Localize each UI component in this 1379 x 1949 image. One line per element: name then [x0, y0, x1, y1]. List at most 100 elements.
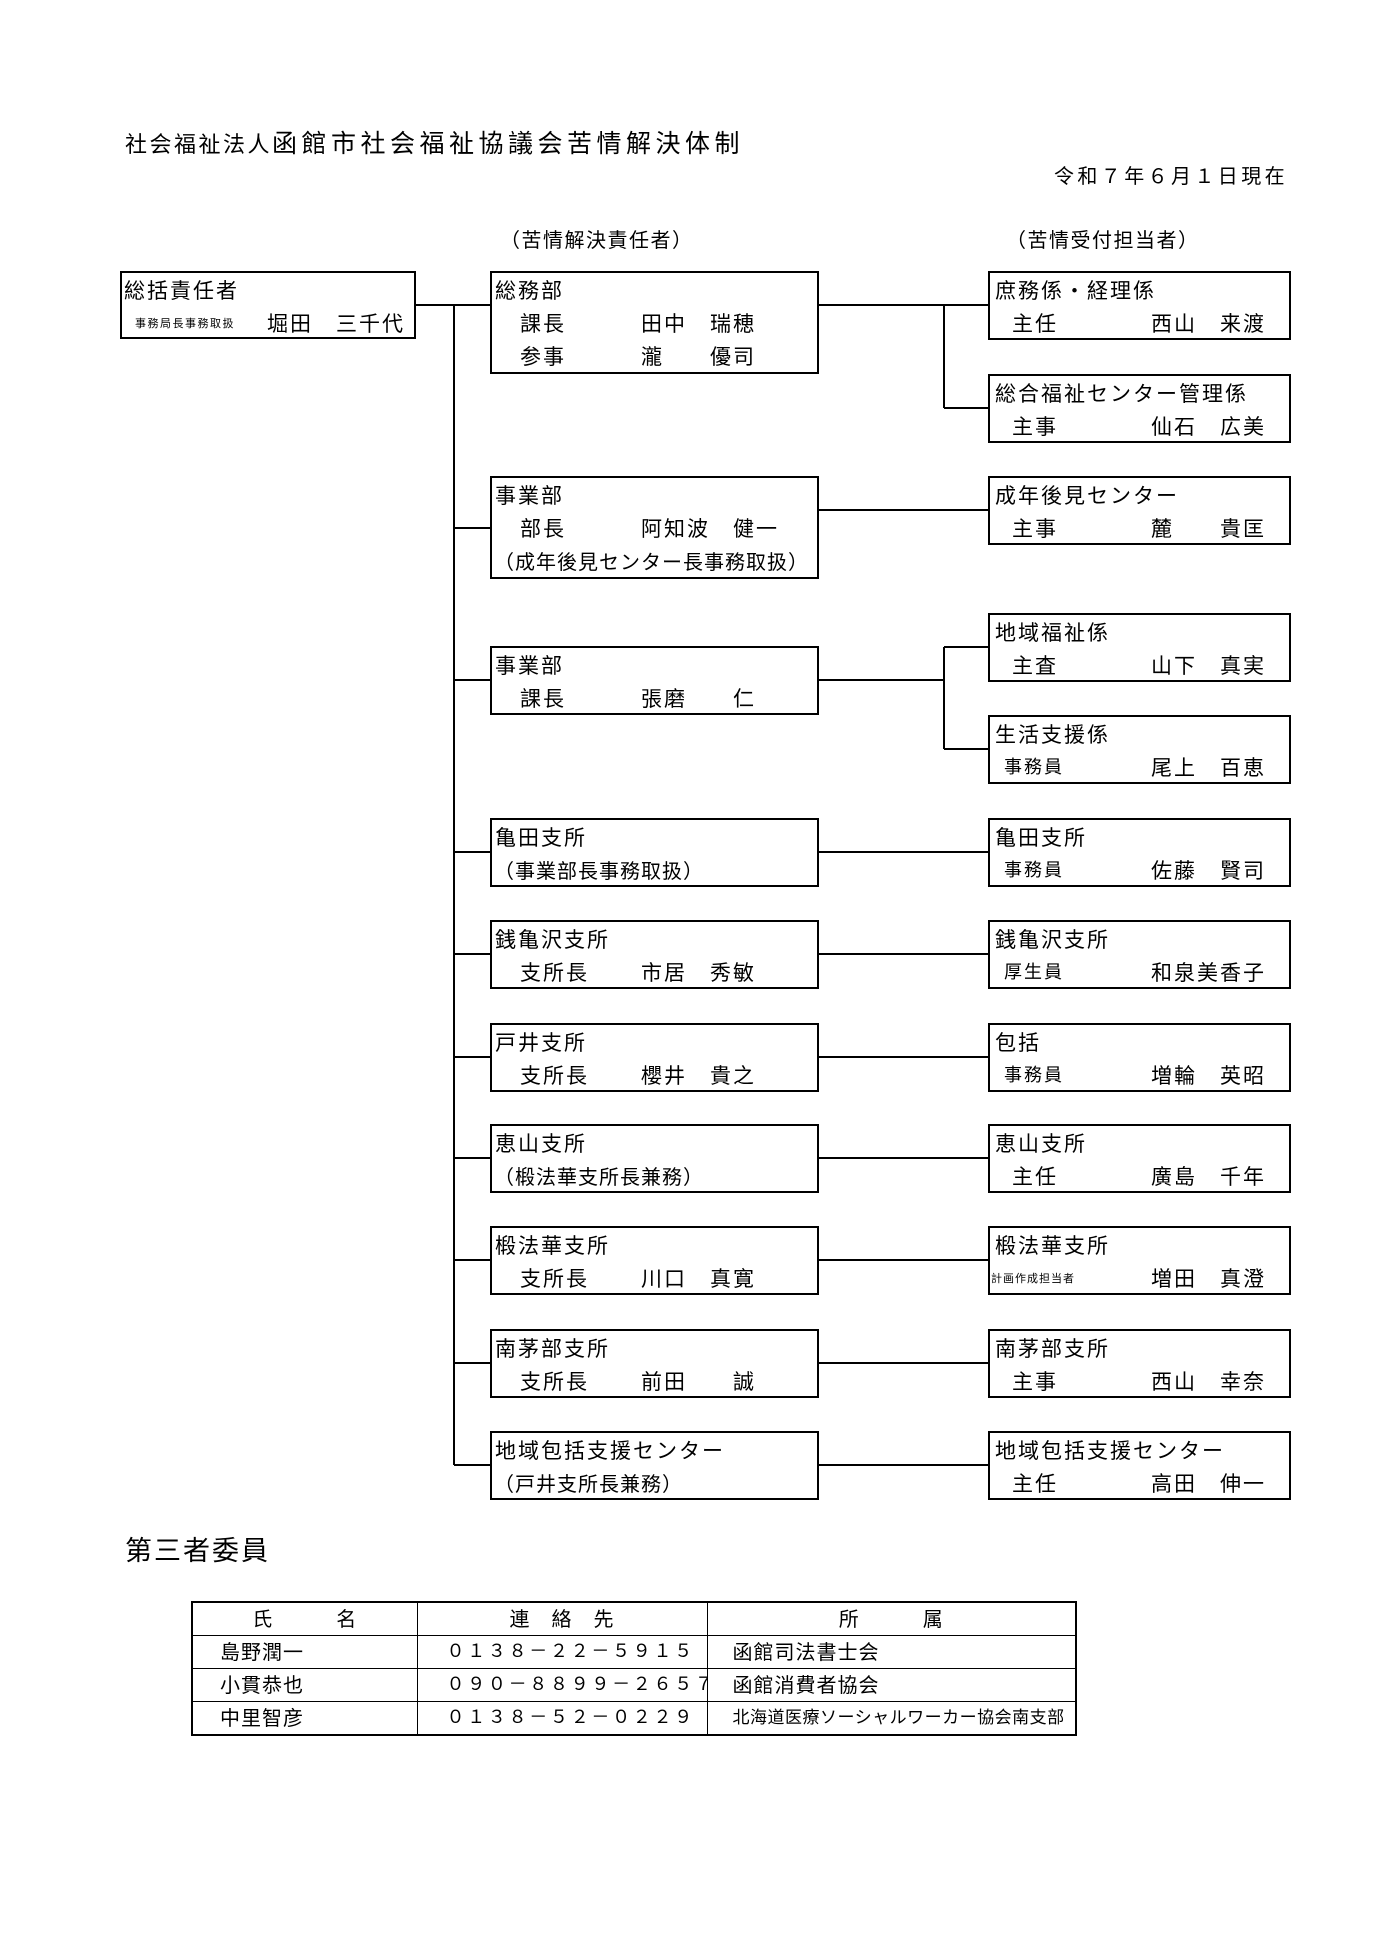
- resolver-unit: 椴法華支所: [495, 1234, 610, 1258]
- resolver-unit: 事業部: [495, 484, 564, 508]
- receiver-role: 主事: [1012, 517, 1058, 541]
- resolver-box-todohokke: 椴法華支所 支所長 川口 真寛: [490, 1226, 819, 1295]
- receiver-role: 事務員: [1004, 1065, 1064, 1086]
- member-contact: ０９０－８８９９－２６５７: [416, 1668, 708, 1702]
- receiver-box: 亀田支所 事務員 佐藤 賢司: [988, 818, 1291, 887]
- receiver-role: 主査: [1012, 654, 1058, 678]
- resolver-box-chiiki-houkatsu: 地域包括支援センター （戸井支所長兼務）: [490, 1431, 819, 1500]
- receiver-unit: 亀田支所: [995, 826, 1087, 850]
- receiver-box: 銭亀沢支所 厚生員和泉美香子: [988, 920, 1291, 989]
- receiver-role: 主任: [1012, 1165, 1058, 1189]
- receiver-box: 南茅部支所 主事 西山 幸奈: [988, 1329, 1291, 1398]
- receiver-unit: 銭亀沢支所: [995, 928, 1110, 952]
- receiver-role: 主任: [1012, 312, 1058, 336]
- resolver-box-jigyo-1: 事業部 部長 阿知波 健一 （成年後見センター長事務取扱）: [490, 476, 819, 579]
- header-name: 氏 名: [191, 1601, 418, 1636]
- title-main: 函館市社会福祉協議会苦情解決体制: [272, 129, 745, 158]
- resolver-role: 支所長: [520, 1064, 589, 1088]
- document-title: 社会福祉法人函館市社会福祉協議会苦情解決体制: [125, 126, 744, 165]
- receiver-name: 佐藤 賢司: [1151, 859, 1266, 883]
- resolver-role: 部長: [520, 517, 566, 541]
- receiver-name: 廣島 千年: [1151, 1165, 1266, 1189]
- resolver-name: 前田 誠: [641, 1370, 756, 1394]
- receiver-unit: 地域福祉係: [995, 621, 1110, 645]
- receiver-box: 総合福祉センター管理係 主事 仙石 広美: [988, 374, 1291, 443]
- resolver-unit: 亀田支所: [495, 826, 587, 850]
- committee-heading: 第三者委員: [125, 1536, 270, 1567]
- resolver-box-minamikayabe: 南茅部支所 支所長 前田 誠: [490, 1329, 819, 1398]
- receiver-role: 事務員: [1004, 860, 1064, 881]
- member-affiliation: 北海道医療ソーシャルワーカー協会南支部: [706, 1701, 1077, 1736]
- resolver-unit: 銭亀沢支所: [495, 928, 610, 952]
- resolver-name: 川口 真寛: [641, 1267, 756, 1291]
- member-name: 中里智彦: [191, 1701, 418, 1736]
- member-affiliation: 函館消費者協会: [706, 1668, 1077, 1702]
- resolver-unit: 恵山支所: [495, 1132, 587, 1156]
- receiver-name: 西山 幸奈: [1151, 1370, 1266, 1394]
- chief-box: 総括責任者 事務局長事務取扱 堀田 三千代: [120, 271, 416, 339]
- receiver-unit: 生活支援係: [995, 723, 1110, 747]
- receiver-unit: 椴法華支所: [995, 1234, 1110, 1258]
- receiver-role: 事務員: [1004, 757, 1064, 778]
- resolver-note: （成年後見センター長事務取扱）: [494, 550, 809, 574]
- resolver-unit: 南茅部支所: [495, 1337, 610, 1361]
- member-affiliation: 函館司法書士会: [706, 1635, 1077, 1669]
- resolver-note: （戸井支所長兼務）: [494, 1472, 683, 1496]
- receiver-name: 尾上 百恵: [1151, 756, 1266, 780]
- receiver-unit: 南茅部支所: [995, 1337, 1110, 1361]
- receiver-box: 成年後見センター 主事 麓 貴匡: [988, 476, 1291, 545]
- resolver-note: （椴法華支所長兼務）: [494, 1165, 704, 1189]
- receiver-unit: 成年後見センター: [995, 484, 1179, 508]
- receiver-box: 生活支援係 事務員 尾上 百恵: [988, 715, 1291, 784]
- table-header-row: 氏 名 連 絡 先 所 属: [191, 1601, 1077, 1636]
- chief-name: 堀田 三千代: [267, 312, 405, 336]
- title-prefix: 社会福祉法人: [125, 133, 273, 158]
- resolver-unit: 地域包括支援センター: [495, 1439, 725, 1463]
- receiver-role: 主事: [1012, 1370, 1058, 1394]
- resolver-name: 市居 秀敏: [641, 961, 756, 985]
- receiver-unit: 地域包括支援センター: [995, 1439, 1225, 1463]
- member-contact: ０１３８－５２－０２２９: [416, 1701, 708, 1736]
- resolver-unit: 事業部: [495, 654, 564, 678]
- resolver-unit: 戸井支所: [495, 1031, 587, 1055]
- member-contact: ０１３８－２２－５９１５: [416, 1635, 708, 1669]
- resolver-name: 張磨 仁: [641, 687, 756, 711]
- resolver-box-zenikamezawa: 銭亀沢支所 支所長 市居 秀敏: [490, 920, 819, 989]
- resolver-name: 阿知波 健一: [641, 517, 779, 541]
- receiver-unit: 包括: [995, 1031, 1041, 1055]
- resolver-note: （事業部長事務取扱）: [494, 859, 704, 883]
- receiver-box: 恵山支所 主任廣島 千年: [988, 1124, 1291, 1193]
- resolver-unit: 総務部: [495, 279, 564, 303]
- receiver-role: 厚生員: [1004, 962, 1064, 983]
- receiver-name: 仙石 広美: [1151, 415, 1266, 439]
- resolver-name: 櫻井 貴之: [641, 1064, 756, 1088]
- receiver-name: 増輪 英昭: [1151, 1064, 1266, 1088]
- resolver-box-somu: 総務部 課長 田中 瑞穂 参事 瀧 優司: [490, 271, 819, 374]
- receiver-role: 主事: [1012, 415, 1058, 439]
- receiver-name: 麓 貴匡: [1151, 517, 1266, 541]
- table-row: 島野潤一 ０１３８－２２－５９１５ 函館司法書士会: [191, 1635, 1077, 1669]
- header-affiliation: 所 属: [706, 1601, 1077, 1636]
- resolver-role: 課長: [520, 687, 566, 711]
- receiver-role: 計画作成担当者: [991, 1272, 1075, 1285]
- chief-title: 総括責任者: [124, 279, 239, 303]
- receiver-box: 地域包括支援センター 主任高田 伸一: [988, 1431, 1291, 1500]
- member-name: 島野潤一: [191, 1635, 418, 1669]
- receiver-box: 包括 事務員 増輪 英昭: [988, 1023, 1291, 1092]
- resolver-role: 支所長: [520, 1267, 589, 1291]
- receiver-box: 椴法華支所 計画作成担当者 増田 真澄: [988, 1226, 1291, 1295]
- resolver-box-toi: 戸井支所 支所長 櫻井 貴之: [490, 1023, 819, 1092]
- resolver-column-heading: （苦情解決責任者）: [500, 228, 694, 252]
- committee-table: 氏 名 連 絡 先 所 属 島野潤一 ０１３８－２２－５９１５ 函館司法書士会 …: [191, 1601, 1077, 1736]
- resolver-role: 支所長: [520, 1370, 589, 1394]
- receiver-name: 増田 真澄: [1151, 1267, 1266, 1291]
- resolver-box-kameda: 亀田支所 （事業部長事務取扱）: [490, 818, 819, 887]
- receiver-name: 高田 伸一: [1151, 1472, 1266, 1496]
- table-row: 小貫恭也 ０９０－８８９９－２６５７ 函館消費者協会: [191, 1668, 1077, 1702]
- receiver-name: 山下 真実: [1151, 654, 1266, 678]
- resolver-name: 田中 瑞穂: [641, 312, 756, 336]
- resolver-role: 課長: [520, 312, 566, 336]
- receiver-unit: 総合福祉センター管理係: [995, 382, 1248, 406]
